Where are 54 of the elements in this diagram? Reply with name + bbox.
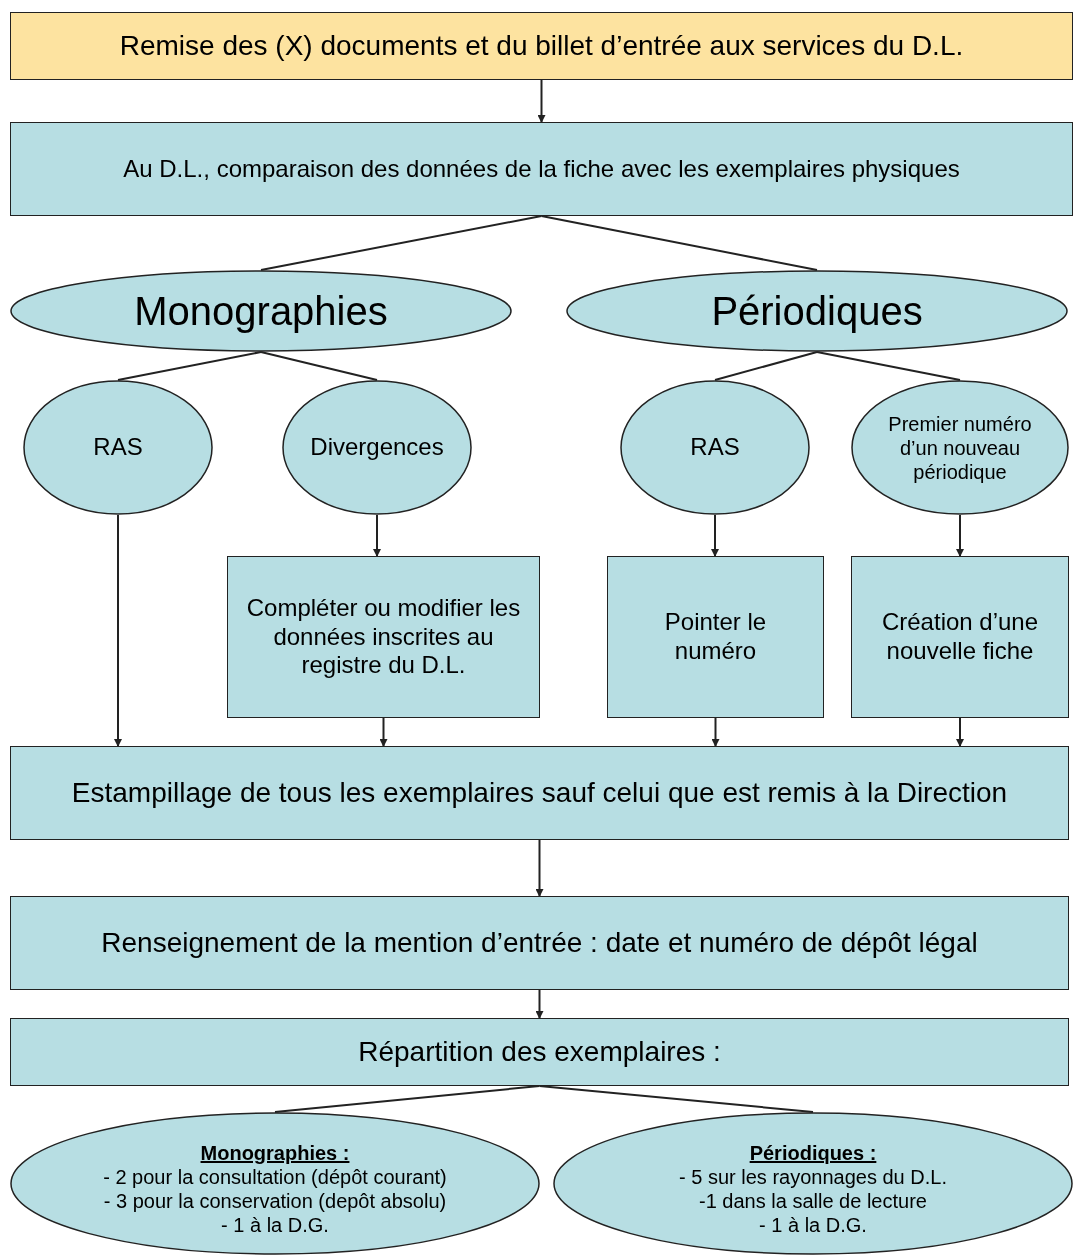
ellipse-node bbox=[566, 270, 1068, 352]
node-text: Renseignement de la mention d’entrée : date et numéro de dépôt légal bbox=[101, 926, 978, 960]
process-box bbox=[10, 896, 1069, 990]
arrow bbox=[956, 717, 964, 747]
arrow bbox=[537, 79, 546, 123]
arrow bbox=[956, 514, 964, 557]
arrow bbox=[711, 514, 719, 557]
process-box bbox=[607, 556, 824, 718]
process-box bbox=[10, 746, 1069, 840]
ellipse-node bbox=[620, 380, 810, 515]
ellipse-node bbox=[10, 270, 512, 352]
connector-line bbox=[540, 215, 818, 271]
node-text: Premier numéro d’un nouveau périodique bbox=[887, 411, 1033, 484]
arrow bbox=[535, 989, 544, 1019]
node-text: Périodiques bbox=[711, 288, 923, 335]
ellipse-node bbox=[10, 1112, 540, 1255]
process-box bbox=[227, 556, 540, 718]
node-text: - 1 à la D.G. bbox=[221, 1212, 329, 1237]
node-text: - 1 à la D.G. bbox=[759, 1212, 867, 1237]
heading: Monographies : bbox=[200, 1140, 350, 1165]
ellipse-node bbox=[282, 380, 472, 515]
node-text: Au D.L., comparaison des données de la fiche avec les exemplaires physiques bbox=[123, 154, 960, 184]
node-text: Pointer le numéro bbox=[663, 608, 768, 666]
arrow bbox=[711, 717, 720, 747]
ellipse-node bbox=[23, 380, 213, 515]
connector-line bbox=[117, 351, 262, 381]
node-text: RAS bbox=[690, 433, 740, 462]
node-text: - 3 pour la conservation (depôt absolu) bbox=[103, 1188, 447, 1213]
connector-line bbox=[816, 351, 961, 381]
arrow bbox=[535, 839, 544, 897]
arrow bbox=[373, 514, 381, 557]
node-text: Estampillage de tous les exemplaires sauf celui que est remis à la Direction bbox=[71, 776, 1008, 810]
ellipse-node bbox=[553, 1112, 1073, 1255]
ellipse-node bbox=[851, 380, 1069, 515]
node-text: Répartition des exemplaires : bbox=[358, 1035, 721, 1069]
node-text: RAS bbox=[93, 433, 143, 462]
process-box bbox=[10, 1018, 1069, 1086]
connector-line bbox=[714, 351, 818, 381]
process-box bbox=[851, 556, 1069, 718]
node-text: - 2 pour la consultation (dépôt courant) bbox=[103, 1164, 447, 1189]
node-text: Monographies bbox=[134, 288, 388, 335]
node-text: Création d’une nouvelle fiche bbox=[880, 608, 1040, 666]
heading: Périodiques : bbox=[749, 1140, 877, 1165]
node-text: Divergences bbox=[310, 433, 444, 462]
node-text: -1 dans la salle de lecture bbox=[699, 1188, 927, 1213]
process-box bbox=[10, 12, 1073, 80]
node-text: Remise des (X) documents et du billet d’entrée aux services du D.L. bbox=[119, 29, 964, 63]
arrow bbox=[114, 514, 122, 747]
connector-line bbox=[260, 215, 543, 271]
connector-line bbox=[260, 351, 378, 381]
node-text: Compléter ou modifier les données inscrites au registre du D.L. bbox=[245, 593, 522, 681]
arrow bbox=[379, 717, 388, 747]
node-text: - 5 sur les rayonnages du D.L. bbox=[679, 1164, 947, 1189]
process-box bbox=[10, 122, 1073, 216]
